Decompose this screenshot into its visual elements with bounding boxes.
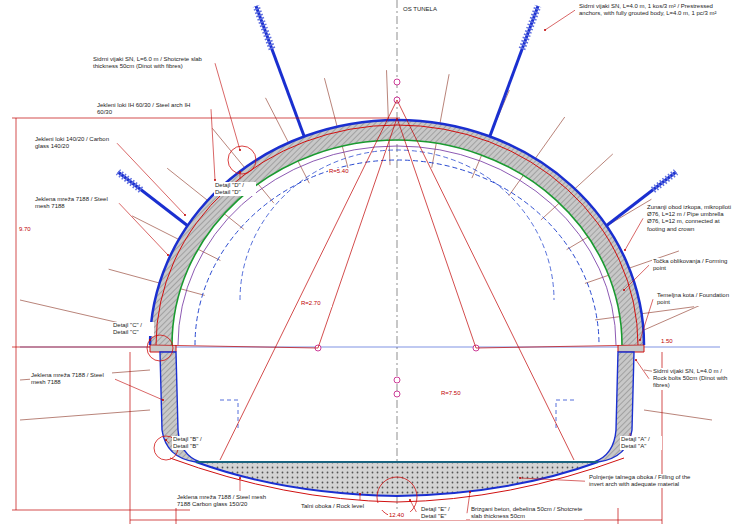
leader-dot [239, 171, 241, 173]
leader-line [166, 440, 169, 443]
leader-dot [544, 29, 546, 31]
leader-dot [409, 499, 411, 501]
detail-circle [147, 146, 417, 517]
callout-label: Detajl "B" / Detail "B" [172, 436, 214, 450]
leader-lines [115, 10, 653, 513]
radial-line [432, 74, 449, 168]
clearance-profile [240, 150, 554, 300]
anchor [256, 6, 304, 136]
dimension-label: 1.50 [660, 338, 686, 345]
inner-lining [172, 140, 622, 345]
radial-line [20, 410, 150, 420]
callout-label: Detajl "E" / Detail "E" [420, 506, 466, 520]
leader-line [625, 218, 643, 250]
footing [618, 345, 644, 352]
leader-dot [239, 477, 241, 479]
callout-label: Sidrni vijaki SN, L=6.0 m / Shotcrete sl… [92, 56, 212, 70]
anchor [490, 6, 538, 136]
outer-lining [150, 120, 644, 345]
membrane-line [156, 125, 638, 345]
leader-dot [214, 179, 216, 181]
leader-line [240, 478, 241, 491]
callout-label: Talni oboka / Rock level [300, 503, 382, 510]
callout-label: Detajl "D" / Detail "D" [214, 182, 256, 196]
leader-line [520, 478, 585, 481]
callout-label: Detajl "C" / Detail "C" [112, 322, 154, 336]
callout-label: Jeklena mreža 7188 / Steel mesh 7188 [34, 196, 116, 210]
clearance-profile [195, 160, 599, 345]
leader-dot [239, 149, 241, 151]
leader-line [636, 360, 649, 379]
leader-line [215, 63, 240, 150]
callout-label: Temeljna kota / Foundation point [656, 292, 734, 306]
leader-line [117, 143, 185, 215]
callout-label: Sidrni vijaki SN, L=4.0 m / Rock bolts 5… [652, 368, 734, 390]
leader-line [115, 379, 163, 400]
leader-line [119, 203, 168, 255]
footing [150, 345, 176, 352]
dimension-label: R=5.40 [328, 168, 360, 175]
leader-line [240, 172, 241, 179]
invert-top [196, 461, 598, 462]
callout-label: Točka oblikovanja / Forming point [652, 258, 734, 272]
leader-dot [635, 359, 637, 361]
radial-line [644, 410, 712, 420]
clearance-profile [220, 400, 238, 430]
callout-label: OS TUNELA [402, 6, 438, 13]
callout-label: Zunanji obod izkopa, mikropiloti Ø76, L=… [646, 204, 734, 233]
clearance-profile [556, 400, 574, 430]
leader-line [624, 265, 649, 290]
radial-line [595, 307, 694, 320]
leader-dot [359, 493, 361, 495]
leader-dot [639, 339, 641, 341]
leader-line [360, 494, 361, 500]
dimension-label: 12.40 [388, 512, 420, 519]
callout-label: Jeklena mreža 7188 / Steel mesh 7188 Car… [176, 494, 274, 508]
inner-line [178, 146, 616, 345]
leader-line [211, 109, 215, 180]
anchor [118, 172, 188, 226]
leader-dot [623, 289, 625, 291]
callout-label: Polnjenje talnega oboka / Filling of the… [588, 474, 700, 488]
leader-dot [624, 249, 626, 251]
leader-line [545, 10, 575, 30]
callout-label: Brizgani beton, debelina 50cm / Shotcret… [470, 506, 584, 520]
callout-label: Jekleni loki 140/20 / Carbon glass 140/2… [34, 136, 114, 150]
dimension-lines [12, 100, 662, 524]
leader-dot [165, 439, 167, 441]
leader-dot [167, 254, 169, 256]
construction-lines [20, 70, 712, 420]
leader-dot [519, 477, 521, 479]
callout-label: Jeklena mreža 7188 / Steel mesh 7188 [30, 372, 112, 386]
dimension-label: R=7.50 [440, 390, 472, 397]
dimension-label: 9.70 [18, 226, 42, 233]
dimension-label: R=2.70 [300, 300, 332, 307]
center-line [397, 0, 398, 512]
callout-label: Jekleni loki IH 60/30 / Steel arch IH 60… [96, 102, 208, 116]
leader-line [150, 339, 151, 341]
callout-label: Detajl "A" / Detail "A" [620, 436, 662, 450]
invert-fill [196, 462, 598, 496]
callout-label: Sidrni vijaki SN, L=4.0 m, 1 kos/3 m² / … [578, 3, 734, 17]
leader-line [640, 299, 653, 340]
leader-dot [162, 399, 164, 401]
shotcrete-band [150, 120, 644, 345]
leader-dot [184, 214, 186, 216]
leader-dot [149, 339, 151, 341]
leader-dot [469, 491, 471, 493]
centre-points [315, 79, 479, 397]
anchor-grout [118, 6, 676, 190]
